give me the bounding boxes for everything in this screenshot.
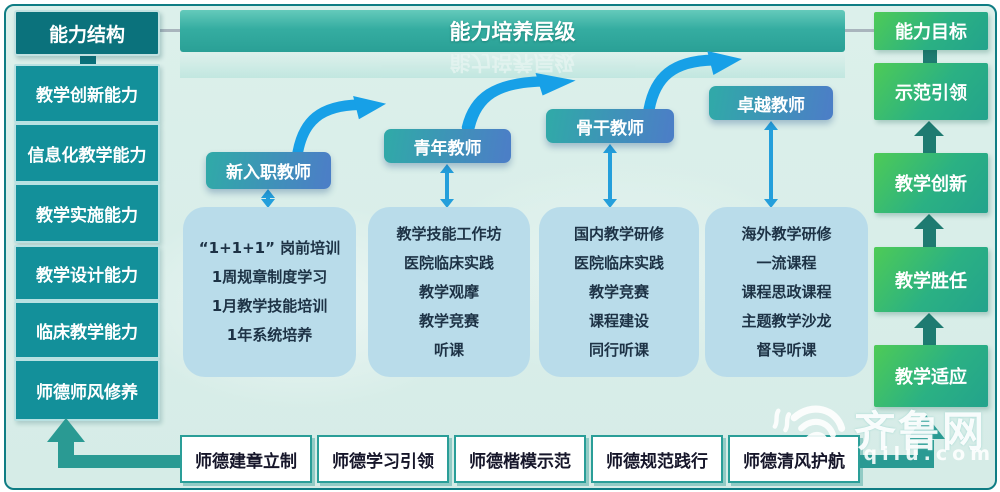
stage-box-new-teacher: “1+1+1” 岗前培训 1周规章制度学习 1月教学技能培训 1年系统培养 bbox=[183, 207, 356, 377]
up-block-arrow-3-icon bbox=[914, 313, 944, 345]
training-item: 一流课程 bbox=[756, 253, 817, 272]
ethics-box-role-model: 师德楷模示范 bbox=[454, 435, 586, 483]
training-item: 教学竞赛 bbox=[588, 282, 649, 301]
ethics-box-integrity: 师德清风护航 bbox=[728, 435, 860, 483]
swoosh-arrow-1-icon bbox=[292, 96, 387, 158]
left-item-it-teaching: 信息化教学能力 bbox=[14, 123, 160, 183]
up-block-arrow-2-icon bbox=[914, 214, 944, 247]
center-title-bar: 能力培养层级 bbox=[180, 10, 845, 52]
training-item: 同行听课 bbox=[588, 340, 649, 359]
left-elbow-vertical bbox=[58, 441, 74, 468]
right-elbow-vertical bbox=[918, 440, 934, 468]
right-header-notch bbox=[923, 49, 937, 64]
left-item-clinical-teaching: 临床教学能力 bbox=[14, 301, 160, 359]
right-panel-header: 能力目标 bbox=[874, 12, 988, 50]
stage-box-excellent-teacher: 海外教学研修 一流课程 课程思政课程 主题教学沙龙 督导听课 bbox=[705, 207, 868, 377]
right-elbow-horizontal bbox=[854, 455, 934, 468]
stage-label-young-teacher: 青年教师 bbox=[384, 129, 511, 163]
swoosh-arrow-3-icon bbox=[643, 51, 742, 115]
training-item: 督导听课 bbox=[756, 340, 817, 359]
up-block-arrow-1-icon bbox=[914, 121, 944, 153]
double-arrow-1-icon bbox=[259, 189, 277, 208]
training-item: 主题教学沙龙 bbox=[741, 311, 832, 330]
qilu-logo-icon bbox=[772, 405, 846, 445]
training-item: 课程思政课程 bbox=[741, 282, 832, 301]
double-arrow-3-icon bbox=[601, 144, 619, 208]
left-item-teaching-innovation: 教学创新能力 bbox=[14, 64, 160, 123]
left-item-teaching-design: 教学设计能力 bbox=[14, 245, 160, 301]
ethics-box-learning: 师德学习引领 bbox=[317, 435, 449, 483]
stage-label-new-teacher: 新入职教师 bbox=[206, 152, 331, 189]
ethics-box-standards: 师德规范践行 bbox=[591, 435, 723, 483]
left-item-teacher-ethics: 师德师风修养 bbox=[14, 359, 160, 421]
training-item: 教学技能工作坊 bbox=[396, 224, 502, 243]
training-item: 教学竞赛 bbox=[418, 311, 479, 330]
training-item: 1月教学技能培训 bbox=[211, 297, 328, 315]
stage-label-excellent-teacher: 卓越教师 bbox=[709, 86, 833, 120]
stage-label-backbone-teacher: 骨干教师 bbox=[546, 109, 674, 143]
training-item: 1年系统培养 bbox=[226, 326, 313, 344]
training-item: “1+1+1” 岗前培训 bbox=[198, 239, 341, 257]
right-item-competence: 教学胜任 bbox=[874, 247, 988, 312]
stage-box-young-teacher: 教学技能工作坊 医院临床实践 教学观摩 教学竞赛 听课 bbox=[368, 207, 530, 377]
watermark-domain: iqilu.com bbox=[852, 443, 995, 465]
right-elbow-arrowhead-icon bbox=[907, 415, 945, 439]
right-header-connector-line bbox=[845, 29, 874, 32]
training-item: 医院临床实践 bbox=[573, 253, 664, 272]
training-item: 国内教学研修 bbox=[573, 224, 664, 243]
left-elbow-horizontal bbox=[62, 455, 182, 468]
left-panel-header: 能力结构 bbox=[14, 10, 160, 56]
ethics-box-rules: 师德建章立制 bbox=[180, 435, 312, 483]
training-item: 海外教学研修 bbox=[741, 224, 832, 243]
training-item: 1周规章制度学习 bbox=[211, 268, 328, 286]
left-item-teaching-implementation: 教学实施能力 bbox=[14, 183, 160, 243]
left-header-connector-line bbox=[156, 29, 180, 32]
swoosh-arrow-2-icon bbox=[461, 73, 576, 133]
right-item-demonstration: 示范引领 bbox=[874, 63, 988, 120]
training-item: 课程建设 bbox=[588, 311, 649, 330]
training-item: 教学观摩 bbox=[418, 282, 479, 301]
watermark-brand: 齐鲁网 bbox=[854, 407, 987, 456]
double-arrow-4-icon bbox=[762, 121, 780, 208]
watermark: 齐鲁网 iqilu.com bbox=[762, 396, 998, 466]
right-item-adaptation: 教学适应 bbox=[874, 345, 988, 407]
double-arrow-2-icon bbox=[438, 164, 456, 208]
stage-box-backbone-teacher: 国内教学研修 医院临床实践 教学竞赛 课程建设 同行听课 bbox=[539, 207, 699, 377]
left-elbow-arrowhead-icon bbox=[47, 418, 85, 442]
training-item: 医院临床实践 bbox=[403, 253, 494, 272]
training-item: 听课 bbox=[433, 340, 464, 359]
right-item-innovation: 教学创新 bbox=[874, 153, 988, 213]
